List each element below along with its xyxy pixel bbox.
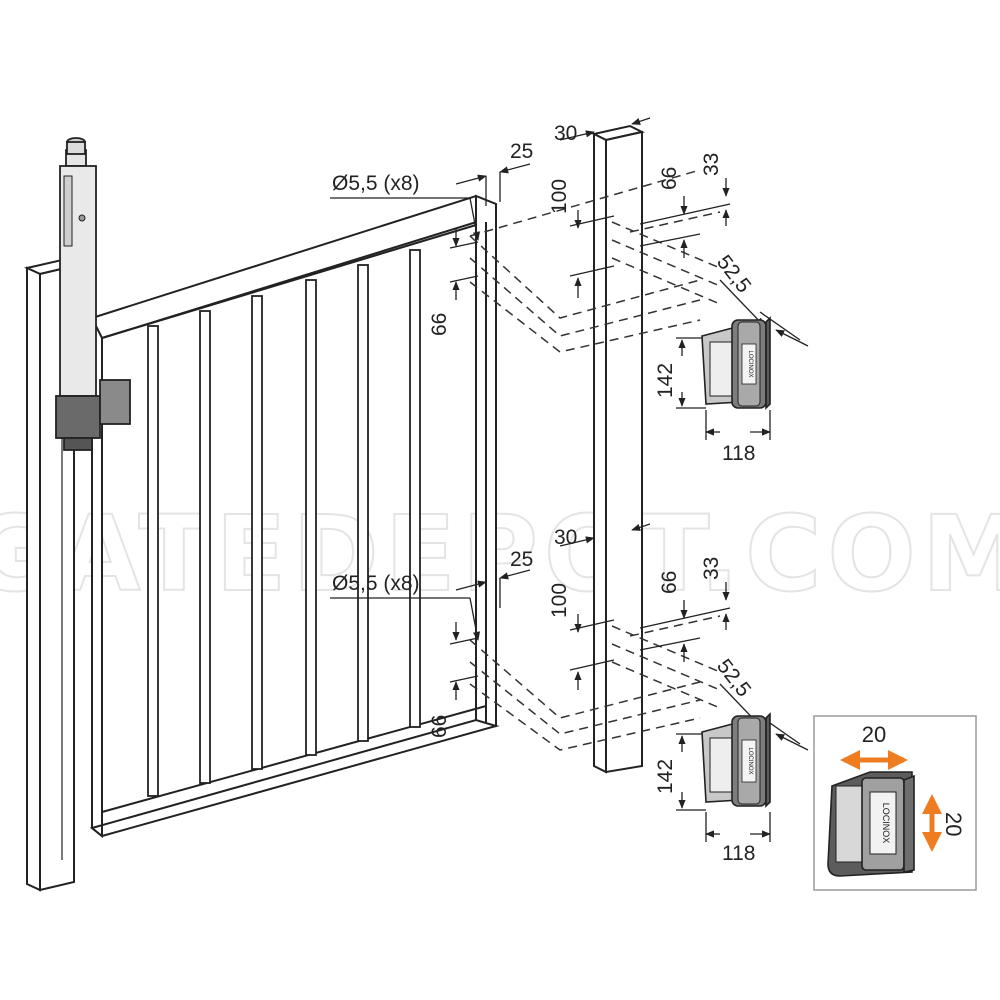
drop-bolt	[55, 137, 131, 451]
inset-hinge: LOCINOX	[827, 771, 915, 877]
upper-dimension-lines	[330, 117, 809, 440]
lower-post-width-30: 30	[554, 526, 577, 549]
adjustment-inset: LOCINOX 20 20	[813, 715, 977, 891]
lower-width-118: 118	[722, 842, 755, 865]
lower-height-142: 142	[654, 759, 677, 794]
lower-spacing-66-gate: 66	[428, 715, 451, 738]
upper-hole-note: Ø5,5 (x8)	[332, 172, 420, 195]
upper-hinge: LOCINOX	[701, 316, 771, 410]
upper-spacing-100: 100	[548, 179, 571, 214]
lower-spacing-100: 100	[548, 583, 571, 618]
upper-width-118: 118	[722, 442, 755, 465]
upper-depth-52-5: 52,5	[712, 251, 755, 297]
right-post	[591, 124, 645, 774]
lower-spacing-33: 33	[700, 557, 723, 580]
lower-spacing-66-post: 66	[658, 571, 681, 594]
gate-frame	[89, 194, 500, 839]
inset-hinge-brand: LOCINOX	[881, 803, 891, 844]
upper-dashed-guides	[469, 169, 721, 353]
horizontal-adjust-value: 20	[862, 722, 886, 747]
upper-hinge-brand: LOCINOX	[747, 350, 753, 377]
vertical-adjust-value: 20	[941, 812, 966, 836]
lower-depth-52-5: 52,5	[712, 655, 755, 701]
lower-hinge: LOCINOX	[701, 712, 771, 808]
gate-pickets	[147, 249, 421, 797]
upper-spacing-66-gate: 66	[428, 313, 451, 336]
upper-offset-25: 25	[510, 140, 533, 163]
lower-dashed-guides	[469, 615, 721, 751]
upper-spacing-33: 33	[700, 153, 723, 176]
lower-hole-note: Ø5,5 (x8)	[332, 572, 420, 595]
upper-height-142: 142	[654, 363, 677, 398]
lower-offset-25: 25	[510, 548, 533, 571]
lower-hinge-brand: LOCINOX	[747, 747, 753, 774]
upper-post-width-30: 30	[554, 122, 577, 145]
upper-spacing-66-post: 66	[658, 167, 681, 190]
